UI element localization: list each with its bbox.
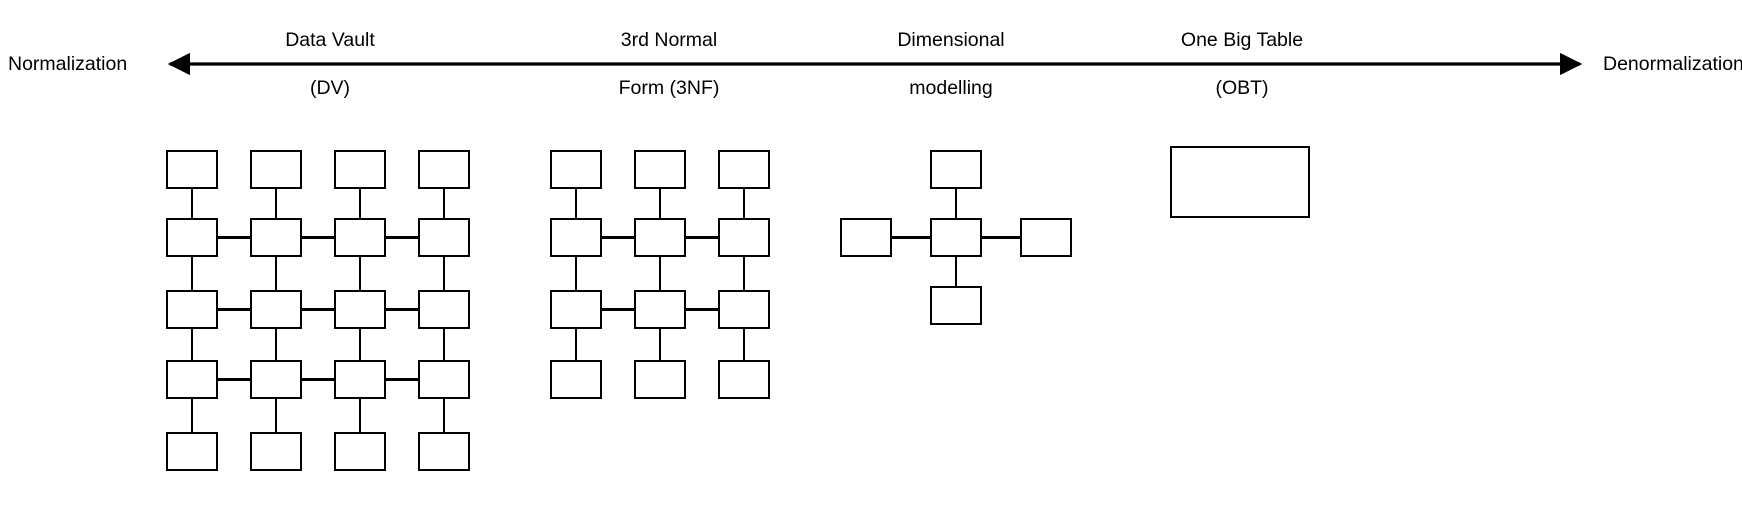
- connector-vertical: [574, 189, 578, 218]
- connector-horizontal: [386, 378, 418, 381]
- connector-vertical: [190, 399, 194, 432]
- table-node: [634, 290, 686, 329]
- connector-vertical: [358, 257, 362, 290]
- dimension-node-left: [840, 218, 892, 257]
- dimension-node-right: [1020, 218, 1072, 257]
- table-node: [634, 150, 686, 189]
- table-node: [418, 290, 470, 329]
- connector-vertical: [274, 329, 278, 360]
- table-node: [418, 218, 470, 257]
- connector-horizontal: [686, 236, 718, 239]
- connector-vertical: [442, 189, 446, 218]
- connector-vertical: [274, 399, 278, 432]
- connector-horizontal: [218, 378, 250, 381]
- table-node: [718, 360, 770, 399]
- column-caption-third-normal-form: 3rd Normal Form (3NF): [569, 4, 769, 124]
- table-node: [718, 150, 770, 189]
- table-node: [718, 218, 770, 257]
- one-big-table-node: [1170, 146, 1310, 218]
- table-node: [634, 218, 686, 257]
- table-node: [418, 360, 470, 399]
- table-node: [166, 290, 218, 329]
- caption-line-1: Dimensional: [897, 29, 1005, 51]
- connector-vertical: [658, 329, 662, 360]
- connector-vertical: [442, 257, 446, 290]
- caption-line-2: (OBT): [1215, 77, 1269, 99]
- table-node: [550, 218, 602, 257]
- connector-horizontal: [218, 308, 250, 311]
- connector-vertical: [742, 329, 746, 360]
- table-node: [250, 290, 302, 329]
- connector-vertical: [658, 257, 662, 290]
- table-node: [250, 360, 302, 399]
- connector-horizontal: [386, 308, 418, 311]
- connector-vertical: [190, 329, 194, 360]
- normalization-axis-arrow: [167, 52, 1583, 76]
- connector-horizontal: [892, 236, 930, 239]
- connector-horizontal: [218, 236, 250, 239]
- table-node: [418, 432, 470, 471]
- caption-line-2: modelling: [909, 77, 993, 99]
- table-node: [550, 150, 602, 189]
- axis-left-label: Normalization: [8, 53, 128, 75]
- connector-vertical: [190, 257, 194, 290]
- caption-line-1: One Big Table: [1180, 29, 1304, 51]
- connector-horizontal: [386, 236, 418, 239]
- table-node: [250, 150, 302, 189]
- connector-horizontal: [686, 308, 718, 311]
- column-caption-one-big-table: One Big Table (OBT): [1142, 4, 1342, 124]
- connector-vertical: [358, 399, 362, 432]
- connector-vertical: [742, 189, 746, 218]
- connector-vertical: [442, 399, 446, 432]
- connector-vertical: [358, 189, 362, 218]
- column-caption-data-vault: Data Vault (DV): [230, 4, 430, 124]
- connector-vertical: [442, 329, 446, 360]
- table-node: [166, 150, 218, 189]
- caption-line-2: Form (3NF): [618, 77, 720, 99]
- caption-line-1: Data Vault: [285, 29, 375, 51]
- connector-horizontal: [982, 236, 1020, 239]
- connector-vertical: [274, 189, 278, 218]
- connector-vertical: [954, 257, 958, 286]
- table-node: [334, 432, 386, 471]
- table-node: [334, 360, 386, 399]
- table-node: [334, 150, 386, 189]
- connector-vertical: [742, 257, 746, 290]
- axis-right-label: Denormalization: [1603, 53, 1742, 75]
- fact-node-center: [930, 218, 982, 257]
- connector-vertical: [658, 189, 662, 218]
- table-node: [334, 290, 386, 329]
- table-node: [418, 150, 470, 189]
- table-node: [334, 218, 386, 257]
- connector-horizontal: [302, 378, 334, 381]
- table-node: [550, 360, 602, 399]
- connector-horizontal: [602, 236, 634, 239]
- connector-horizontal: [302, 236, 334, 239]
- table-node: [250, 432, 302, 471]
- connector-vertical: [954, 189, 958, 218]
- connector-horizontal: [602, 308, 634, 311]
- connector-vertical: [574, 257, 578, 290]
- table-node: [634, 360, 686, 399]
- caption-line-2: (DV): [309, 77, 351, 99]
- connector-vertical: [274, 257, 278, 290]
- table-node: [718, 290, 770, 329]
- table-node: [166, 218, 218, 257]
- dimension-node-bottom: [930, 286, 982, 325]
- connector-vertical: [358, 329, 362, 360]
- dimension-node-top: [930, 150, 982, 189]
- caption-line-1: 3rd Normal: [620, 29, 718, 51]
- table-node: [250, 218, 302, 257]
- table-node: [166, 432, 218, 471]
- column-caption-dimensional-modelling: Dimensional modelling: [851, 4, 1051, 124]
- table-node: [166, 360, 218, 399]
- table-node: [550, 290, 602, 329]
- connector-vertical: [574, 329, 578, 360]
- connector-horizontal: [302, 308, 334, 311]
- connector-vertical: [190, 189, 194, 218]
